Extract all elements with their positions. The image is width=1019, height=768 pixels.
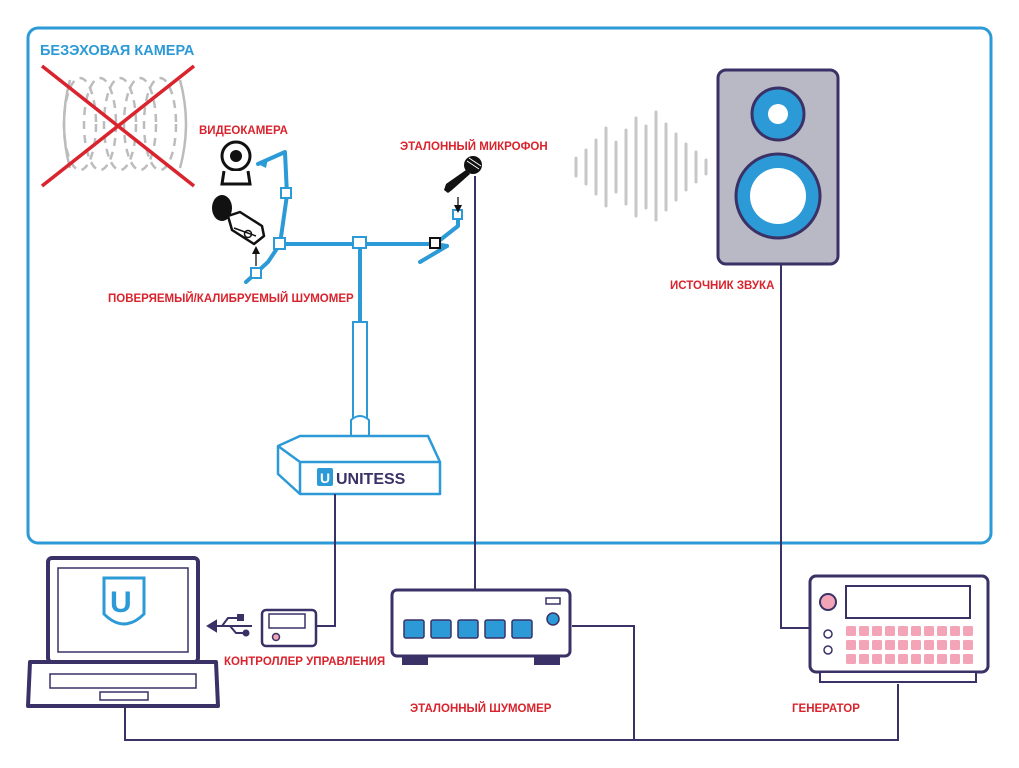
generator-key (924, 640, 934, 650)
generator-key (872, 626, 882, 636)
generator-key (924, 626, 934, 636)
reference-microphone-label: ЭТАЛОННЫЙ МИКРОФОН (400, 140, 548, 153)
chamber-title: БЕЗЭХОВАЯ КАМЕРА (40, 43, 195, 59)
unitess-laptop-logo-icon (102, 576, 146, 626)
generator-key (911, 640, 921, 650)
generator-key (859, 640, 869, 650)
laptop-icon: U (26, 556, 220, 708)
generator-key (872, 654, 882, 664)
generator-key (950, 654, 960, 664)
rig-joint (352, 236, 367, 249)
generator-key (924, 654, 934, 664)
generator-key (950, 626, 960, 636)
rig-mast-pipe (352, 321, 368, 423)
webcam-icon (220, 140, 252, 186)
generator-key (885, 640, 895, 650)
crossed-echo-icon (40, 64, 196, 188)
rig-arm-right-low (418, 244, 449, 264)
rig-joint (429, 237, 441, 249)
anechoic-chamber-frame (26, 26, 993, 545)
generator-key (937, 626, 947, 636)
generator-key (911, 654, 921, 664)
generator-label: ГЕНЕРАТОР (792, 703, 860, 715)
rig-joint (280, 187, 292, 199)
generator-keypad (846, 626, 973, 664)
up-arrow-icon (252, 246, 260, 254)
video-camera-label: ВИДЕОКАМЕРА (199, 125, 288, 137)
rig-joint (273, 237, 286, 250)
generator-key (859, 626, 869, 636)
generator-key (963, 654, 973, 664)
reference-meter-icon (390, 588, 572, 665)
generator-key (937, 654, 947, 664)
generator-icon (808, 574, 990, 683)
generator-key (885, 654, 895, 664)
generator-key (898, 640, 908, 650)
microphone-icon (444, 156, 482, 193)
sound-level-meter-icon (212, 195, 266, 246)
generator-key (963, 640, 973, 650)
generator-key (885, 626, 895, 636)
generator-key (950, 640, 960, 650)
unitess-logo-icon (317, 468, 333, 486)
generator-key (859, 654, 869, 664)
laptop-logo-letter: U (110, 586, 132, 619)
positioner-base: U UNITESS (276, 434, 442, 496)
generator-key (898, 654, 908, 664)
generator-key (846, 654, 856, 664)
down-arrow-icon (454, 205, 462, 213)
unitess-brand: UNITESS (336, 471, 406, 488)
rig-joint (250, 267, 262, 279)
speaker-icon (716, 68, 840, 266)
camera-arrow-icon (258, 158, 268, 168)
usb-icon (206, 614, 252, 637)
sound-wave-icon (574, 110, 708, 222)
generator-key (911, 626, 921, 636)
sound-source-label: ИСТОЧНИК ЗВУКА (670, 280, 774, 292)
unitess-logo-letter: U (320, 470, 330, 486)
generator-key (937, 640, 947, 650)
controller-icon (260, 608, 318, 648)
control-unit-label: КОНТРОЛЛЕР УПРАВЛЕНИЯ (224, 656, 385, 668)
meter-under-test-label: ПОВЕРЯЕМЫЙ/КАЛИБРУЕМЫЙ ШУМОМЕР (108, 292, 354, 305)
generator-key (846, 640, 856, 650)
signal-wiring (124, 176, 899, 741)
generator-key (963, 626, 973, 636)
generator-key (898, 626, 908, 636)
positioner-rig (244, 150, 463, 454)
generator-key (872, 640, 882, 650)
generator-key (846, 626, 856, 636)
reference-meter-label: ЭТАЛОННЫЙ ШУМОМЕР (410, 702, 552, 715)
